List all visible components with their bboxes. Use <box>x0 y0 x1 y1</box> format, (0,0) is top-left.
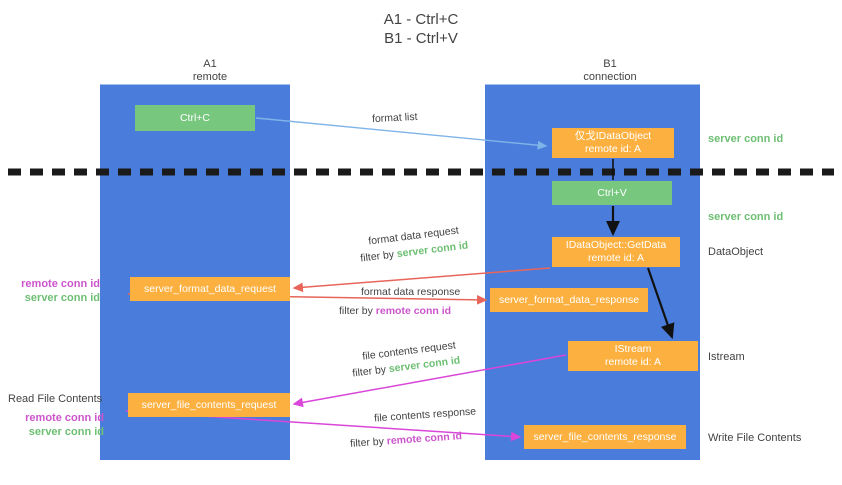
annotation-conn-ids-file: remote conn id server conn id <box>8 411 104 439</box>
node-istream[interactable]: IStream remote id: A <box>568 341 698 371</box>
node-ctrl-c-label: Ctrl+C <box>179 111 211 124</box>
title-line-2: B1 - Ctrl+V <box>384 30 458 47</box>
node-server-file-contents-response-label: server_file_contents_response <box>533 430 677 443</box>
edge-getdata-to-istream <box>646 267 675 340</box>
node-server-file-contents-response[interactable]: server_file_contents_response <box>524 425 686 449</box>
page-title: A1 - Ctrl+C B1 - Ctrl+V <box>0 10 842 48</box>
node-idataobject-title: 仅⼽IDataObject <box>574 130 652 142</box>
annotation-istream: Istream <box>708 351 745 363</box>
node-istream-remote-id: remote id: A <box>604 356 662 368</box>
node-idataobject-getdata[interactable]: IDataObject::GetData remote id: A <box>552 237 680 267</box>
node-ctrl-v[interactable]: Ctrl+V <box>552 181 672 205</box>
column-header-b1: B1 connection <box>530 58 690 84</box>
annotation-server-conn-id-mid: server conn id <box>708 211 784 223</box>
edge-label-format-data-response: format data response <box>361 285 460 299</box>
annotation-conn-ids-format: remote conn id server conn id <box>8 277 100 305</box>
column-a1-role: remote <box>192 71 228 83</box>
node-ctrl-v-label: Ctrl+V <box>597 186 627 199</box>
node-idataobject-remote-id: remote id: A <box>584 143 642 155</box>
annotation-read-file-contents: Read File Contents <box>8 393 103 405</box>
node-server-format-data-response-label: server_format_data_response <box>498 293 640 306</box>
column-a1-name: A1 <box>203 58 217 70</box>
edge-filter-format-data-response: filter by remote conn id <box>339 304 451 318</box>
node-server-format-data-request-label: server_format_data_request <box>144 282 276 295</box>
node-server-format-data-response[interactable]: server_format_data_response <box>490 288 648 312</box>
column-header-a1: A1 remote <box>130 58 290 84</box>
node-getdata-title: IDataObject::GetData <box>565 239 667 251</box>
edge-label-format-list: format list <box>372 110 418 126</box>
annotation-server-conn-id-top: server conn id <box>708 133 784 145</box>
edge-filter-prefix: filter by <box>349 435 388 450</box>
node-server-file-contents-request-label: server_file_contents_request <box>141 398 277 411</box>
annotation-dataobject: DataObject <box>708 246 764 258</box>
node-istream-title: IStream <box>614 343 652 355</box>
node-server-file-contents-request[interactable]: server_file_contents_request <box>128 393 290 417</box>
annotation-remote-conn-id-1: remote conn id <box>21 278 100 290</box>
title-line-1: A1 - Ctrl+C <box>383 11 459 28</box>
edge-format-data-request <box>292 267 551 293</box>
edge-filter-highlight-remote-conn-id: remote conn id <box>375 305 452 317</box>
column-b1-name: B1 <box>603 58 617 70</box>
annotation-server-conn-id-2: server conn id <box>28 426 104 438</box>
annotation-remote-conn-id-2: remote conn id <box>25 412 104 424</box>
node-getdata-remote-id: remote id: A <box>587 252 645 264</box>
column-b1-role: connection <box>583 71 637 83</box>
annotation-write-file-contents: Write File Contents <box>708 432 802 444</box>
node-server-format-data-request[interactable]: server_format_data_request <box>130 277 290 301</box>
edge-file-contents-request <box>292 354 567 408</box>
node-ctrl-c[interactable]: Ctrl+C <box>135 105 255 131</box>
node-idataobject[interactable]: 仅⼽IDataObject remote id: A <box>552 128 674 158</box>
edge-label-format-data-response-text: format data response <box>361 286 461 298</box>
edge-label-format-list-text: format list <box>371 110 418 126</box>
edge-format-list <box>255 117 548 150</box>
edge-filter-prefix: filter by <box>339 305 376 317</box>
annotation-server-conn-id-1: server conn id <box>24 292 100 304</box>
